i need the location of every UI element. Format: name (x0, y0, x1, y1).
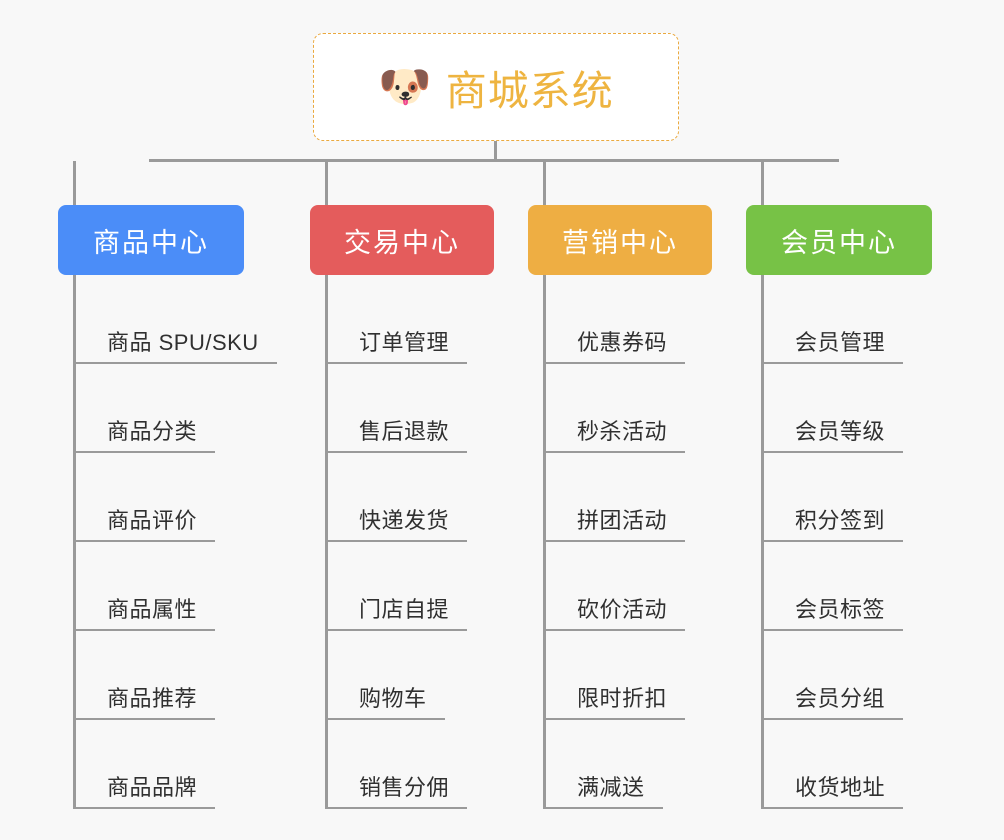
list-item[interactable]: 商品推荐 (76, 631, 277, 720)
list-item-label: 会员分组 (795, 686, 886, 711)
list-item-label: 会员标签 (795, 597, 886, 622)
list-item[interactable]: 售后退款 (328, 364, 468, 453)
list-item[interactable]: 会员标签 (764, 542, 904, 631)
list-item[interactable]: 拼团活动 (546, 453, 686, 542)
list-item[interactable]: 会员管理 (764, 275, 904, 364)
list-item-label: 购物车 (359, 686, 427, 711)
category-header-member-center[interactable]: 会员中心 (746, 205, 932, 275)
list-item[interactable]: 门店自提 (328, 542, 468, 631)
list-item[interactable]: 商品属性 (76, 542, 277, 631)
list-item[interactable]: 优惠券码 (546, 275, 686, 364)
root-node-title: 商城系统 (445, 68, 614, 114)
list-item[interactable]: 秒杀活动 (546, 364, 686, 453)
root-connector-stem (494, 141, 497, 161)
list-item-label: 限时折扣 (577, 686, 668, 711)
list-item[interactable]: 会员等级 (764, 364, 904, 453)
list-item-label: 商品 SPU/SKU (107, 330, 259, 355)
list-item-label: 商品属性 (107, 597, 198, 622)
item-list-marketing-center: 优惠券码 秒杀活动 拼团活动 砍价活动 限时折扣 满减送 (543, 275, 686, 809)
list-item-label: 优惠券码 (577, 330, 668, 355)
list-item-label: 会员等级 (795, 419, 886, 444)
category-header-trade-center[interactable]: 交易中心 (310, 205, 494, 275)
category-header-product-center[interactable]: 商品中心 (58, 205, 244, 275)
branch-connector-bus (149, 159, 839, 162)
list-item-label: 商品评价 (107, 508, 198, 533)
list-item-label: 商品分类 (107, 419, 198, 444)
list-item[interactable]: 限时折扣 (546, 631, 686, 720)
list-item-label: 商品推荐 (107, 686, 198, 711)
list-item[interactable]: 购物车 (328, 631, 467, 720)
root-node[interactable]: 🐶 商城系统 (313, 33, 679, 141)
list-item-label: 订单管理 (359, 330, 450, 355)
list-item[interactable]: 销售分佣 (328, 720, 468, 809)
category-label: 会员中心 (781, 227, 897, 258)
list-item[interactable]: 商品分类 (76, 364, 277, 453)
branch-connector-stem (325, 161, 328, 205)
list-item[interactable]: 商品品牌 (76, 720, 277, 809)
branch-connector-stem (761, 161, 764, 205)
list-item[interactable]: 商品 SPU/SKU (76, 275, 277, 364)
list-item-label: 秒杀活动 (577, 419, 668, 444)
list-item-label: 售后退款 (359, 419, 450, 444)
list-item[interactable]: 订单管理 (328, 275, 468, 364)
list-item-label: 会员管理 (795, 330, 886, 355)
list-item[interactable]: 收货地址 (764, 720, 904, 809)
item-list-product-center: 商品 SPU/SKU 商品分类 商品评价 商品属性 商品推荐 商品品牌 (73, 275, 277, 809)
list-item[interactable]: 快递发货 (328, 453, 468, 542)
list-item-label: 销售分佣 (359, 775, 450, 800)
list-item-label: 砍价活动 (577, 597, 668, 622)
list-item[interactable]: 砍价活动 (546, 542, 686, 631)
list-item[interactable]: 积分签到 (764, 453, 904, 542)
item-list-member-center: 会员管理 会员等级 积分签到 会员标签 会员分组 收货地址 (761, 275, 904, 809)
branch-connector-stem (73, 161, 76, 205)
list-item[interactable]: 商品评价 (76, 453, 277, 542)
list-item-label: 商品品牌 (107, 775, 198, 800)
list-item-label: 门店自提 (359, 597, 450, 622)
list-item[interactable]: 满减送 (546, 720, 685, 809)
list-item-label: 快递发货 (359, 508, 450, 533)
list-item-label: 收货地址 (795, 775, 886, 800)
list-item-label: 积分签到 (795, 508, 886, 533)
item-list-trade-center: 订单管理 售后退款 快递发货 门店自提 购物车 销售分佣 (325, 275, 468, 809)
category-label: 商品中心 (93, 227, 209, 258)
list-item-label: 拼团活动 (577, 508, 668, 533)
shiba-dog-face-icon: 🐶 (378, 62, 432, 111)
category-label: 交易中心 (344, 227, 460, 258)
list-item-label: 满减送 (577, 775, 645, 800)
branch-connector-stem (543, 161, 546, 205)
category-header-marketing-center[interactable]: 营销中心 (528, 205, 712, 275)
list-item[interactable]: 会员分组 (764, 631, 904, 720)
category-label: 营销中心 (562, 227, 678, 258)
